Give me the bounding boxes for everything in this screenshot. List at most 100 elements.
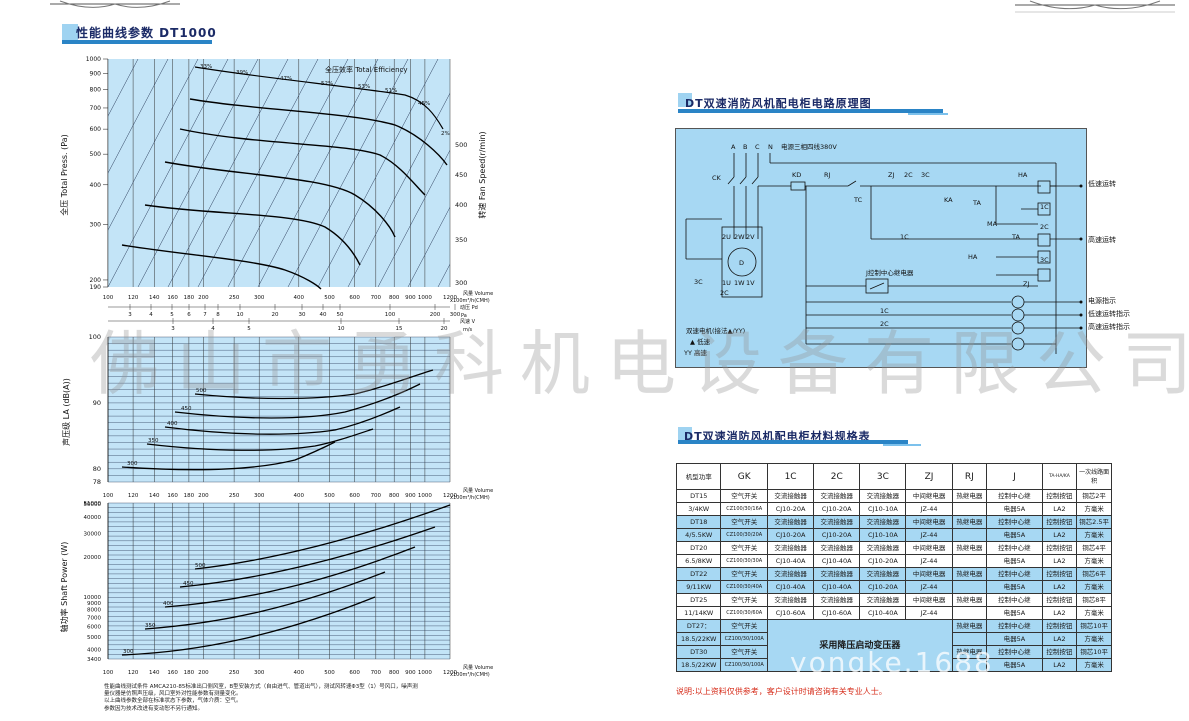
ha2-label: HA [968,253,978,261]
table-cell: 交流接触器 [859,489,907,503]
efficiency-mark: 53% [358,84,370,90]
table-cell: 控制按钮 [1041,645,1078,659]
ha-label: HA [1018,171,1028,179]
dynamic-pressure-tick: 8 [216,312,220,318]
power-curve-label: 500 [195,563,206,569]
table-cell [951,554,988,568]
phase-label: C [755,143,760,151]
x-tick-label: 1200 [443,295,457,301]
header-cell: J [986,463,1043,490]
pressure-tick-label: 400 [90,182,102,189]
motor-note: 双速电机(接法▲/YY) [686,326,745,335]
power-curve [144,571,386,630]
speed-tick-label: 400 [455,201,467,209]
table-cell: 交流接触器 [859,593,907,607]
dynamic-pressure-tick: 5 [170,312,174,318]
volume-axis-unit: x100m³/h(CMH) [450,298,490,304]
pressure-tick-label: 500 [90,151,102,158]
2c-lamp-label: 2C [880,320,889,328]
2c-label: 2C [904,171,913,179]
motor-2w-label: 2W [734,233,745,241]
table-cell: LA2 [1041,554,1078,568]
power-tick-label: 6000 [87,624,101,630]
pressure-axis-title: 全压 Total Press. (Pa) [59,134,69,216]
x-tick-label: 120 [128,493,139,499]
power-curve [121,596,376,656]
x-tick-label: 500 [324,670,335,676]
x-tick-label: 140 [149,670,160,676]
x-tick-label: 250 [229,493,240,499]
volume-axis-label: 风量 Volume [463,290,493,297]
power-curve-label: 300 [123,649,134,655]
efficiency-curve [194,66,444,130]
table-cell: CJ10-10A [859,528,907,542]
table-cell: 交流接触器 [813,541,861,555]
noise-curve-label: 450 [181,406,192,412]
table-cell: 电器5A [986,658,1043,672]
dynamic-pressure-tick: 40 [320,312,327,318]
table-header-row: 机型功率 GK 1C 2C 3C ZJ RJ J TA-HA/KA 一次线路面积 [675,463,1112,490]
x-tick-label: 600 [349,670,360,676]
efficiency-mark: 51% [385,88,397,94]
dynamic-pressure-tick: 300 [450,312,461,318]
header-cell: ZJ [905,463,953,490]
pressure-tick-label: 800 [90,87,102,94]
table-cell [951,632,988,646]
x-tick-label: 800 [389,493,400,499]
noise-curve-label: 300 [127,461,138,467]
x-tick-label: 1000 [418,493,432,499]
dynamic-pressure-tick: 200 [430,312,441,318]
table-cell: 交流接触器 [813,593,861,607]
velocity-tick: 5 [247,326,251,332]
table-cell: 方毫米 [1076,658,1112,672]
table-cell: 铜芯10平 [1076,645,1112,659]
table-cell: CZ100/30/20A [720,528,769,542]
header-cell: 2C [813,463,861,490]
motor-2v-label: 2V [746,233,755,241]
table-cell: DT30 [675,645,722,659]
table-cell: 控制按钮 [1041,541,1078,555]
table-cell: 铜芯2平 [1076,489,1112,503]
velocity-tick: 20 [441,326,448,332]
note-line: 以上曲线参数全部在标准状态下参数，气体介质：空气。 [104,698,242,705]
x-tick-label: 400 [294,670,305,676]
table-cell: 电器5A [986,632,1043,646]
x-tick-label: 180 [184,493,195,499]
x-tick-label: 100 [103,295,114,301]
table-cell: 控制中心继 [986,515,1043,529]
table-cell: CZ100/30/40A [720,580,769,594]
table-cell: 空气开关 [720,489,769,503]
table-cell: 交流接触器 [859,541,907,555]
table-cell: CZ100/30/100A [720,632,769,646]
table-cell: 交流接触器 [767,489,815,503]
table-cell: CJ10-20A [767,528,815,542]
x-tick-label: 800 [389,670,400,676]
output-high-speed: 高速运转 [1088,236,1116,244]
test-notes: 性能曲线测试条件 AMCA210-85标准出口侧风室，B型安装方式（自由进气、管… [104,684,464,713]
table-cell: 3/4KW [675,502,722,516]
x-tick-label: 160 [167,295,178,301]
table-cell: 11/14KW [675,606,722,620]
pressure-curve [164,161,396,238]
table-cell: 控制中心继 [986,567,1043,581]
efficiency-mark: 39% [236,70,248,76]
power-tick-label: 10000 [84,595,102,601]
x-tick-label: 400 [294,295,305,301]
circuit-title-block: DT双速消防风机配电柜电路原理图 [678,93,948,115]
table-cell: 交流接触器 [767,541,815,555]
x-tick-label: 900 [405,493,416,499]
ma-label: MA [987,220,998,228]
table-cell: 控制按钮 [1041,619,1078,633]
table-cell: CJ10-40A [813,580,861,594]
x-tick-label: 100 [103,670,114,676]
table-cell: CJ10-20A [813,528,861,542]
x-tick-label: 600 [349,493,360,499]
note-line: 量仪器是仿照声压级，风口室外对性能参数有测量变化。 [104,691,242,698]
table-cell: CJ10-20A [813,502,861,516]
x-tick-label: 600 [349,295,360,301]
